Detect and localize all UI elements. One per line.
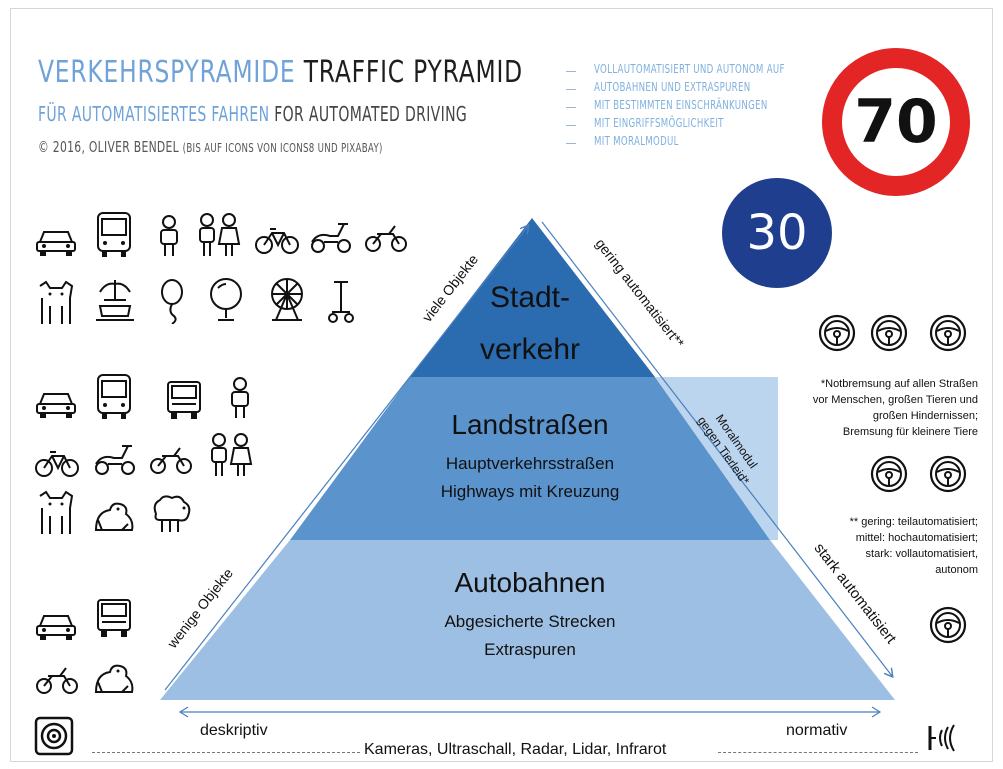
motorcycle-icon — [148, 444, 194, 476]
list-item: VOLLAUTOMATISIERT UND AUTONOM AUF — [566, 62, 836, 80]
credit-text: © 2016, OLIVER BENDEL — [38, 138, 179, 156]
camera-sensor-icon — [34, 716, 74, 756]
list-item: AUTOBAHNEN UND EXTRASPUREN — [566, 80, 836, 98]
note-automation-levels: ** gering: teilautomatisiert; mittel: ho… — [849, 516, 978, 576]
steering-wheel-icon — [928, 605, 968, 645]
frog-icon — [92, 660, 138, 696]
bus-icon — [94, 210, 134, 260]
car-icon — [34, 606, 78, 642]
steering-wheel-icon — [869, 454, 909, 494]
scooter-icon — [92, 442, 138, 476]
car-icon — [34, 222, 78, 258]
car-icon — [34, 384, 78, 420]
bus-icon — [94, 372, 134, 422]
note-emergency-braking: *Notbremsung auf allen Straßen vor Mensc… — [812, 378, 978, 438]
subtitle-en: FOR AUTOMATED DRIVING — [274, 102, 468, 126]
person-icon — [226, 376, 254, 420]
right-arrow — [541, 221, 892, 676]
children-icon — [206, 432, 254, 478]
level-top-line2: verkehr — [479, 333, 581, 366]
left-arrow — [164, 226, 528, 691]
truck-icon — [94, 596, 134, 640]
page-subtitle: FÜR AUTOMATISIERTES FAHREN FOR AUTOMATED… — [38, 104, 467, 124]
title-en: TRAFFIC PYRAMID — [303, 55, 523, 90]
steering-wheel-icon — [928, 454, 968, 494]
level-middle-line2: Highways mit Kreuzung — [440, 482, 620, 501]
children-icon — [194, 212, 242, 258]
list-item: MIT EINGRIFFSMÖGLICHKEIT — [566, 116, 836, 134]
subtitle-de: FÜR AUTOMATISIERTES FAHREN — [38, 102, 270, 126]
levels-list: VOLLAUTOMATISIERT UND AUTONOM AUF AUTOBA… — [566, 62, 836, 152]
person-icon — [155, 214, 183, 258]
moral-module-band — [655, 377, 778, 540]
bottom-arrow-left-head — [178, 706, 189, 718]
steering-wheel-icon — [869, 313, 909, 353]
truck-icon — [164, 378, 204, 422]
list-item: MIT BESTIMMTEN EINSCHRÄNKUNGEN — [566, 98, 836, 116]
balloon-icon — [158, 278, 186, 324]
level-middle-label: Landstraßen Hauptverkehrsstraßen Highway… — [380, 408, 680, 506]
sensor-line-left — [92, 752, 360, 753]
mirror-icon — [206, 276, 246, 322]
frog-icon — [92, 498, 138, 534]
pyramid-middle-level — [290, 377, 770, 540]
sensor-line-right — [718, 752, 918, 753]
motorcycle-icon — [363, 222, 409, 254]
radar-wave-icon — [926, 722, 970, 754]
sensor-list: Kameras, Ultraschall, Radar, Lidar, Infr… — [364, 741, 667, 758]
credit: © 2016, OLIVER BENDEL (BIS AUF ICONS VON… — [38, 140, 383, 155]
speed-70-value: 70 — [842, 68, 950, 176]
level-bottom-line2: Extraspuren — [484, 640, 576, 659]
scooter-icon — [308, 220, 354, 254]
pyramid-bottom-level — [160, 540, 895, 700]
level-top-line1: Stadt- — [489, 281, 571, 314]
bicycle-icon — [254, 225, 300, 255]
cat-icon — [36, 280, 76, 326]
level-bottom-title: Autobahnen — [454, 567, 606, 598]
bottom-arrow-right-head — [871, 706, 882, 718]
label-normative: normativ — [786, 722, 848, 739]
level-top-label: Stadt- verkehr — [440, 272, 620, 376]
speed-limit-30-sign: 30 — [722, 178, 832, 288]
sheep-icon — [148, 492, 194, 534]
level-middle-line1: Hauptverkehrsstraßen — [445, 454, 615, 473]
pyramid-top-level — [410, 218, 655, 377]
steering-wheel-icon — [817, 313, 857, 353]
label-descriptive: deskriptiv — [200, 722, 268, 739]
frame — [10, 8, 993, 762]
speed-limit-70-sign: 70 — [822, 48, 970, 196]
credit-small: (BIS AUF ICONS VON ICONS8 UND PIXABAY) — [182, 141, 383, 155]
level-bottom-line1: Abgesicherte Strecken — [444, 612, 616, 631]
cat-icon — [36, 490, 76, 536]
steering-wheel-icon — [928, 313, 968, 353]
bicycle-icon — [34, 448, 80, 478]
list-item: MIT MORALMODUL — [566, 134, 836, 152]
level-middle-title: Landstraßen — [451, 409, 609, 440]
title-de: VERKEHRSPYRAMIDE — [38, 55, 296, 90]
segway-icon — [326, 278, 356, 324]
fountain-icon — [92, 276, 138, 322]
ferris-wheel-icon — [264, 276, 310, 322]
motorcycle-icon — [34, 664, 80, 696]
page-title: VERKEHRSPYRAMIDE TRAFFIC PYRAMID — [38, 58, 523, 88]
level-bottom-label: Autobahnen Abgesicherte Strecken Extrasp… — [380, 566, 680, 664]
